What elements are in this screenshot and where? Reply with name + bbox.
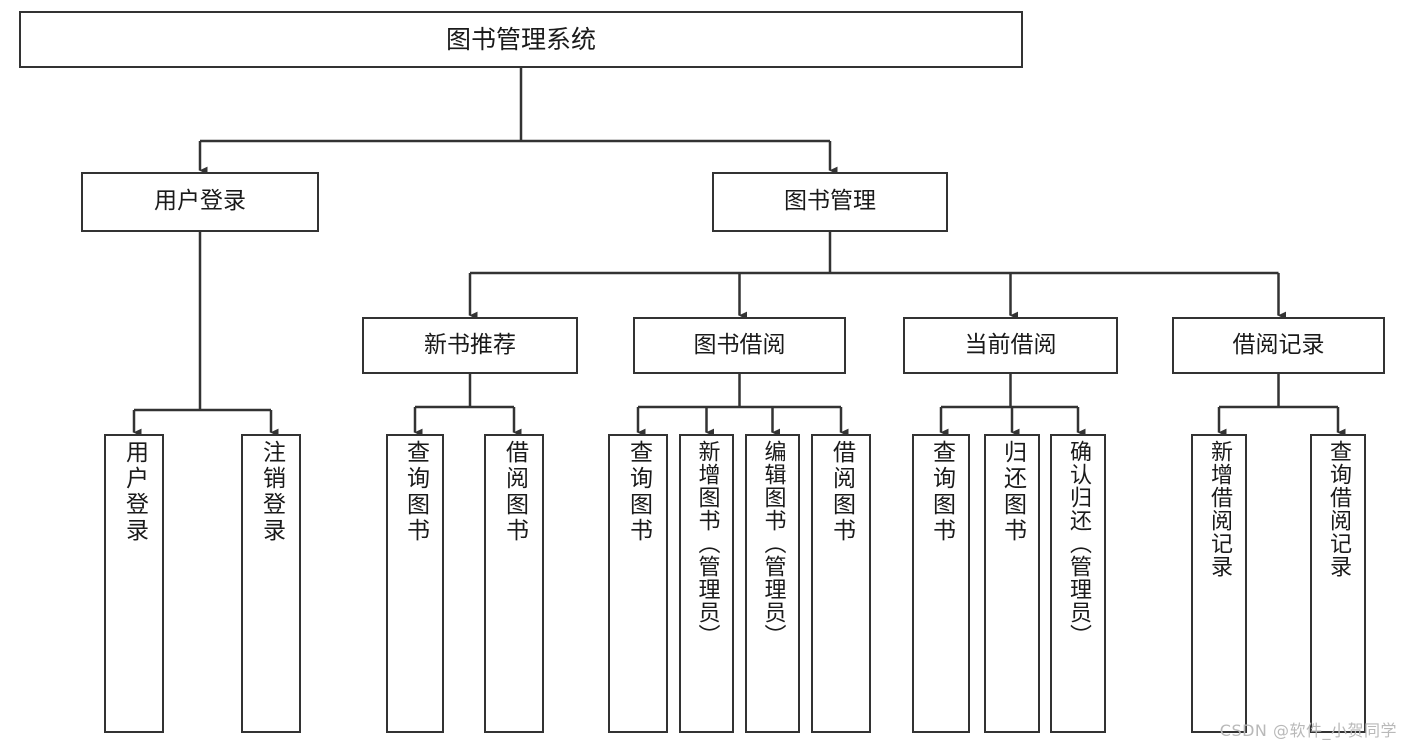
node-label: 注销登录 xyxy=(258,440,285,544)
node-label: 查询图书 xyxy=(402,440,429,544)
node-leaf-confirm[interactable]: 确认归还（管理员） xyxy=(1050,434,1106,733)
node-user-login[interactable]: 用户登录 xyxy=(81,172,319,232)
node-leaf-query-2[interactable]: 查询图书 xyxy=(608,434,668,733)
watermark-label: CSDN @软件_小贺同学 xyxy=(1219,721,1397,740)
node-leaf-query-rec[interactable]: 查询借阅记录 xyxy=(1310,434,1366,733)
node-label: 新增图书（管理员） xyxy=(694,440,720,647)
node-leaf-add-record[interactable]: 新增借阅记录 xyxy=(1191,434,1247,733)
node-label: 借阅图书 xyxy=(501,440,528,544)
node-leaf-logout[interactable]: 注销登录 xyxy=(241,434,301,733)
node-book-manage[interactable]: 图书管理 xyxy=(712,172,948,232)
node-label: 图书管理系统 xyxy=(445,24,596,54)
node-label: 图书借阅 xyxy=(693,331,786,358)
node-label: 查询图书 xyxy=(625,440,652,544)
node-label: 确认归还（管理员） xyxy=(1066,440,1091,647)
node-label: 当前借阅 xyxy=(964,331,1057,358)
node-label: 用户登录 xyxy=(121,440,148,544)
node-leaf-edit-book[interactable]: 编辑图书（管理员） xyxy=(745,434,800,733)
node-root[interactable]: 图书管理系统 xyxy=(19,11,1023,68)
node-leaf-borrow-2[interactable]: 借阅图书 xyxy=(811,434,871,733)
node-label: 新书推荐 xyxy=(424,331,516,358)
node-leaf-add-book[interactable]: 新增图书（管理员） xyxy=(679,434,734,733)
node-label: 借阅记录 xyxy=(1232,331,1325,358)
node-leaf-return[interactable]: 归还图书 xyxy=(984,434,1040,733)
node-label: 查询图书 xyxy=(928,440,955,544)
node-label: 图书管理 xyxy=(784,188,876,215)
node-new-book-rec[interactable]: 新书推荐 xyxy=(362,317,578,374)
node-label: 用户登录 xyxy=(154,188,246,215)
node-leaf-query-3[interactable]: 查询图书 xyxy=(912,434,970,733)
node-label: 编辑图书（管理员） xyxy=(760,440,786,647)
node-leaf-borrow-1[interactable]: 借阅图书 xyxy=(484,434,544,733)
node-label: 借阅图书 xyxy=(828,440,855,544)
node-leaf-query-1[interactable]: 查询图书 xyxy=(386,434,444,733)
node-label: 查询借阅记录 xyxy=(1326,440,1351,578)
node-label: 归还图书 xyxy=(999,440,1026,544)
node-borrow-records[interactable]: 借阅记录 xyxy=(1172,317,1385,374)
node-current-borrow[interactable]: 当前借阅 xyxy=(903,317,1118,374)
node-label: 新增借阅记录 xyxy=(1207,440,1232,578)
node-leaf-user-login[interactable]: 用户登录 xyxy=(104,434,164,733)
node-book-borrow[interactable]: 图书借阅 xyxy=(633,317,846,374)
